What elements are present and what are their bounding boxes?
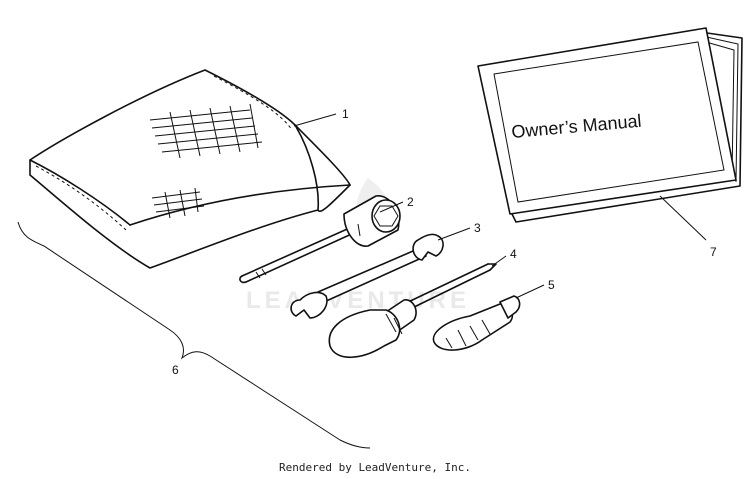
screwdriver: [328, 263, 497, 358]
open-end-wrench: [290, 233, 444, 319]
callout-1: 1: [342, 107, 349, 121]
kit-brace: [17, 221, 371, 449]
callout-6: 6: [172, 363, 179, 377]
callout-2: 2: [407, 195, 414, 209]
leader-5: [515, 284, 545, 299]
callout-3: 3: [474, 221, 481, 235]
callout-4: 4: [510, 247, 517, 261]
callout-numbers: 1 2 3 4 5 6 7: [172, 107, 717, 377]
callout-7: 7: [710, 245, 717, 259]
handle-adapter: [432, 295, 521, 351]
render-credit: Rendered by LeadVenture, Inc.: [278, 461, 472, 474]
leader-2: [379, 201, 404, 213]
leader-lines: [293, 113, 707, 299]
leader-3: [437, 227, 471, 241]
leader-7: [659, 195, 707, 241]
leader-4: [491, 255, 507, 267]
callout-5: 5: [548, 278, 555, 292]
watermark-text: LEADVENTURE: [246, 287, 470, 314]
owners-manual: Owner’s Manual: [477, 27, 743, 223]
spark-plug-wrench: [239, 195, 401, 284]
tool-pouch: [29, 69, 351, 269]
leader-1: [293, 113, 337, 127]
